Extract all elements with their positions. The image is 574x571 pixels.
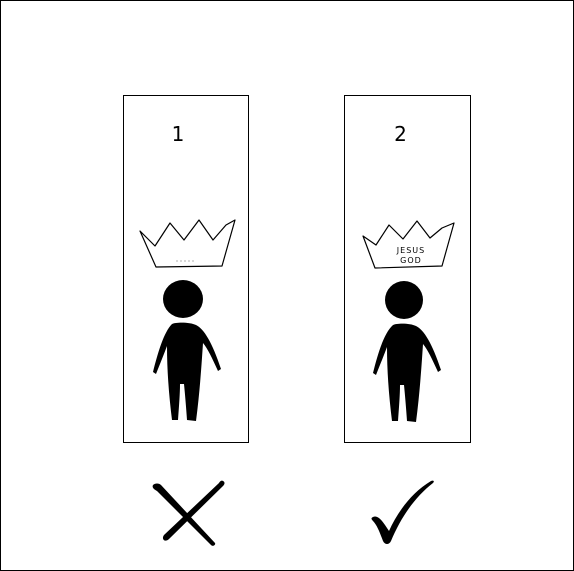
person-figure: [373, 281, 441, 422]
panel-1: 1: [123, 95, 249, 443]
crown-icon: JESUS GOD: [363, 221, 454, 268]
person-figure: [153, 280, 221, 421]
panel-1-drawing: [124, 96, 250, 444]
panel-2: 2 JESUS GOD: [344, 95, 471, 443]
crown-icon: [140, 220, 235, 267]
crown-text-line-2: GOD: [400, 256, 422, 265]
crown-text-line-1: JESUS: [396, 246, 425, 255]
x-mark-icon: [149, 477, 229, 549]
panel-2-drawing: JESUS GOD: [345, 96, 472, 444]
check-mark-icon: [371, 477, 443, 547]
